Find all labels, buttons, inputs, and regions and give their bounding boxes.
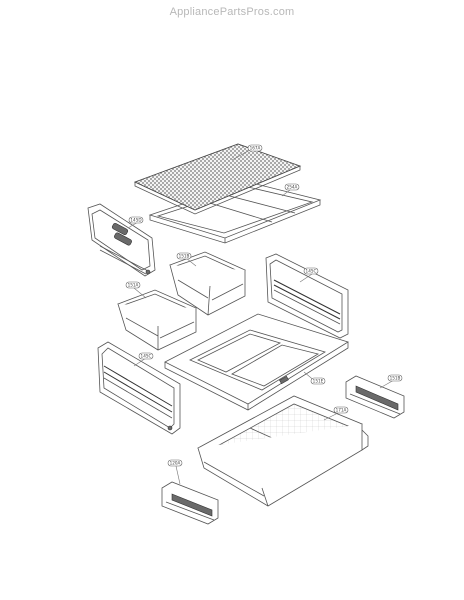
slide-left — [161, 481, 219, 525]
callout-glass-shelf: 167A — [247, 144, 263, 152]
svg-text:120A: 120A — [170, 460, 181, 465]
svg-text:145C: 145C — [306, 268, 317, 273]
svg-text:151B: 151B — [390, 375, 401, 380]
callout-left-cover: 145D — [128, 216, 144, 224]
left-cover — [87, 203, 156, 277]
callout-slide-left: 120A — [167, 459, 183, 467]
leader-lines — [127, 149, 395, 485]
svg-text:145C: 145C — [141, 353, 152, 358]
svg-text:151A: 151A — [128, 282, 139, 287]
right-rail — [265, 253, 349, 339]
callout-crisper-cover: 151E — [310, 377, 326, 385]
svg-text:254A: 254A — [287, 184, 298, 189]
svg-text:167A: 167A — [250, 145, 261, 150]
drawer — [197, 395, 369, 507]
watermark: AppliancePartsPros.com — [169, 6, 295, 18]
svg-text:171A: 171A — [336, 407, 347, 412]
shelf-frame — [148, 181, 322, 244]
left-rail — [97, 341, 181, 435]
callout-right-rail: 145C — [303, 267, 319, 275]
callout-crisper-upper: 151B — [176, 252, 192, 260]
callout-drawer: 171A — [333, 406, 349, 414]
callout-left-rail: 145C — [138, 352, 154, 360]
glass-shelf — [133, 143, 302, 215]
svg-text:145D: 145D — [130, 217, 141, 222]
slide-right — [345, 375, 405, 419]
svg-text:151B: 151B — [179, 253, 190, 258]
callout-shelf-frame: 254A — [284, 183, 300, 191]
crisper-cover — [164, 313, 349, 411]
crisper-lower — [117, 289, 197, 351]
callout-crisper-lower: 151A — [125, 281, 141, 289]
svg-text:151E: 151E — [313, 378, 324, 383]
callout-slide-right: 151B — [387, 374, 403, 382]
